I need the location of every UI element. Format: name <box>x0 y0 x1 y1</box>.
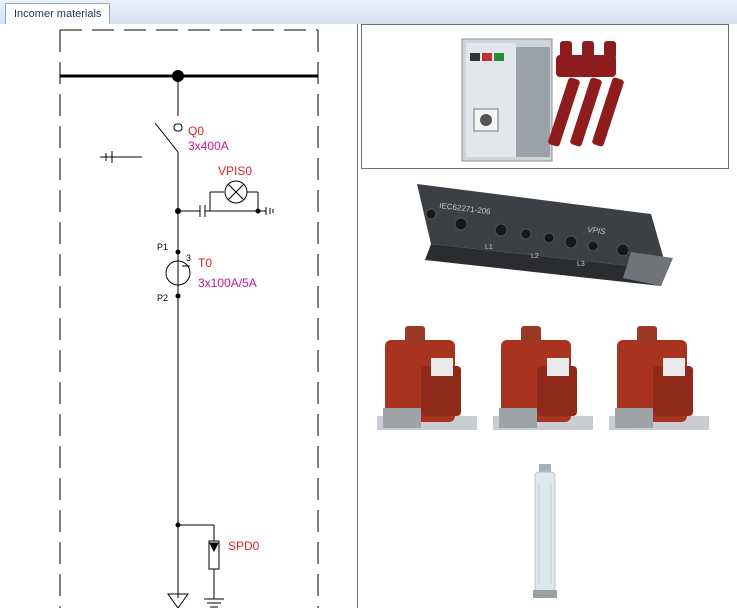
surge-arrester-photo <box>361 464 727 608</box>
ct-p2-label: P2 <box>157 293 168 303</box>
vpis-phase-l1: L1 <box>485 244 493 251</box>
breaker-photo <box>361 24 729 169</box>
ct-unit-2 <box>493 326 593 430</box>
vpis-photo: IEC62271-206 VPIS L1 L2 L3 <box>361 174 727 314</box>
ct-p1-node <box>175 249 181 255</box>
ct-unit-3 <box>609 326 709 430</box>
content-area: Q0 3x400A <box>0 24 737 608</box>
breaker-rating: 3x400A <box>188 139 229 153</box>
vpis-designation: VPIS0 <box>218 164 252 178</box>
spd-designation: SPD0 <box>228 539 260 553</box>
vpis-brand-label: VPIS <box>587 225 607 236</box>
vpis-phase-l2: L2 <box>531 253 539 260</box>
ct-ratio-mark: 3 <box>186 253 191 263</box>
cubicle-outline <box>59 29 319 608</box>
ct-designation: T0 <box>198 256 212 270</box>
breaker-symbol[interactable] <box>100 122 183 209</box>
tab-strip: Incomer materials <box>0 0 737 25</box>
breaker-designation: Q0 <box>188 124 204 138</box>
ct-unit-1 <box>377 326 477 430</box>
cable-termination-arrow <box>167 593 189 608</box>
ct-rating: 3x100A/5A <box>198 276 257 290</box>
single-line-diagram: Q0 3x400A <box>0 24 358 608</box>
tab-incomer-materials[interactable]: Incomer materials <box>5 3 111 24</box>
vpis-phase-l3: L3 <box>577 261 585 268</box>
diagram-canvas: Q0 3x400A <box>59 29 319 608</box>
current-transformers-photo <box>361 316 727 462</box>
vpis-node-right <box>255 208 261 214</box>
spd-symbol[interactable] <box>178 524 224 608</box>
ct-p1-label: P1 <box>157 242 168 252</box>
